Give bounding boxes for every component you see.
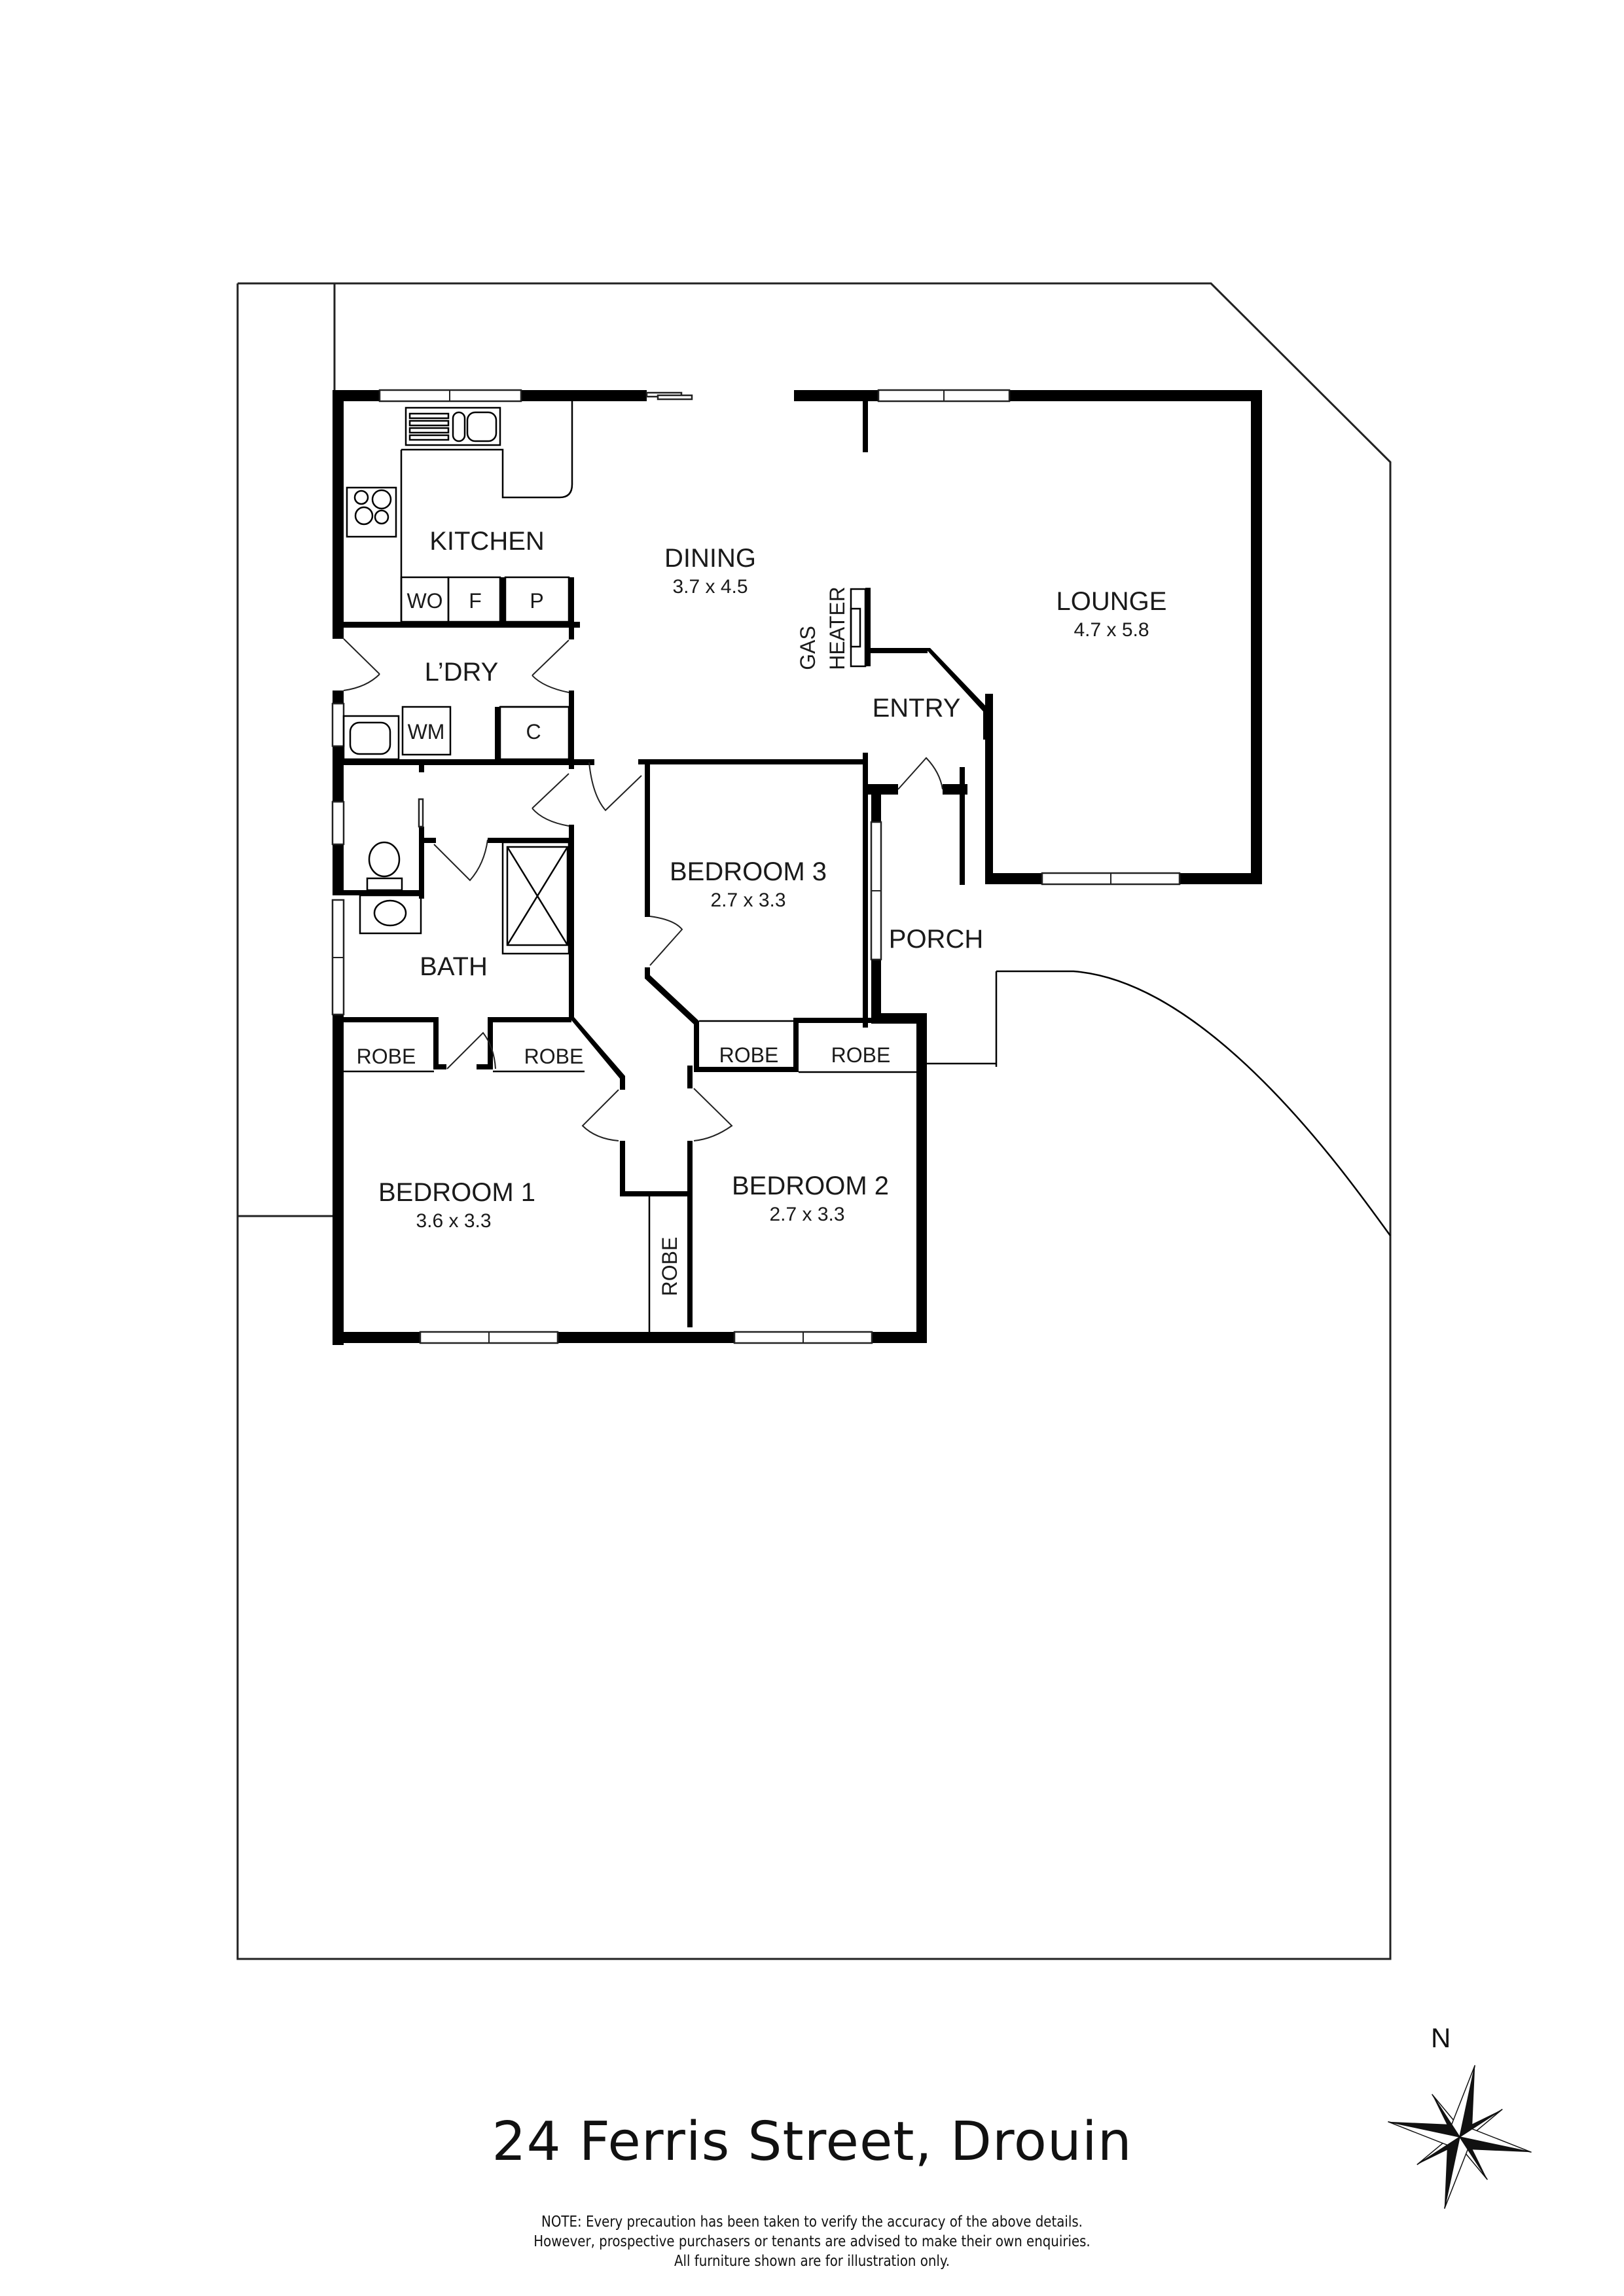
size-bedroom1: 3.6 x 3.3 — [416, 1210, 491, 1232]
label-kitchen: KITCHEN — [429, 527, 545, 556]
cooktop-icon — [346, 486, 397, 538]
note-line-1: NOTE: Every precaution has been taken to… — [541, 2214, 1083, 2231]
size-lounge: 4.7 x 5.8 — [1074, 619, 1149, 641]
window-laundry — [331, 702, 345, 747]
basin-icon — [373, 899, 407, 927]
fixture-labels: WO F P WM C ROBE ROBE ROBE ROBE ROBE GAS… — [357, 586, 891, 1296]
shower-icon — [501, 841, 570, 955]
label-robe-bed1-left: ROBE — [357, 1045, 416, 1068]
robe-outlines — [344, 1020, 996, 1332]
label-bath: BATH — [420, 952, 488, 981]
window-wc — [331, 800, 345, 846]
label-lounge: LOUNGE — [1056, 587, 1167, 616]
laundry-fixtures — [342, 706, 570, 761]
doors — [343, 638, 943, 1141]
property-boundary — [236, 282, 1392, 1960]
label-entry: ENTRY — [873, 694, 961, 723]
kitchen-fixtures — [346, 401, 573, 623]
disclaimer-note: NOTE: Every precaution has been taken to… — [114, 2212, 1511, 2271]
label-porch: PORCH — [889, 925, 983, 954]
label-fridge: F — [469, 589, 482, 613]
label-pantry: P — [530, 589, 543, 613]
label-heater: HEATER — [825, 586, 849, 670]
size-bedroom3: 2.7 x 3.3 — [710, 889, 785, 911]
compass-rose-icon — [1388, 2065, 1532, 2209]
gas-heater-icon — [850, 588, 867, 668]
label-dining: DINING — [664, 544, 756, 573]
label-bedroom3: BEDROOM 3 — [670, 857, 827, 886]
label-washing-machine: WM — [408, 720, 445, 744]
label-robe-bed1-side: ROBE — [658, 1237, 681, 1297]
label-gas: GAS — [796, 626, 820, 670]
property-address-title: 24 Ferris Street, Drouin — [492, 2111, 1132, 2173]
label-laundry: L’DRY — [425, 658, 499, 687]
size-dining: 3.7 x 4.5 — [672, 576, 748, 598]
label-bedroom2: BEDROOM 2 — [732, 1172, 889, 1200]
label-wall-oven: WO — [406, 589, 442, 613]
note-line-2: However, prospective purchasers or tenan… — [533, 2233, 1091, 2250]
sink-icon — [405, 406, 501, 446]
note-line-3: All furniture shown are for illustration… — [674, 2253, 950, 2270]
toilet-icon — [368, 841, 401, 878]
label-robe-bed3: ROBE — [719, 1043, 779, 1067]
laundry-tub-icon — [349, 721, 391, 755]
label-bedroom1: BEDROOM 1 — [378, 1178, 535, 1207]
bath-fixtures — [359, 798, 570, 955]
windows — [331, 389, 1181, 1344]
size-bedroom2: 2.7 x 3.3 — [769, 1204, 844, 1225]
room-labels: KITCHEN DINING 3.7 x 4.5 LOUNGE 4.7 x 5.… — [378, 527, 1166, 1232]
label-robe-bed2: ROBE — [831, 1043, 891, 1067]
north-label: N — [1431, 2022, 1451, 2053]
label-robe-bed1-right: ROBE — [524, 1045, 584, 1068]
label-cupboard: C — [526, 720, 541, 744]
